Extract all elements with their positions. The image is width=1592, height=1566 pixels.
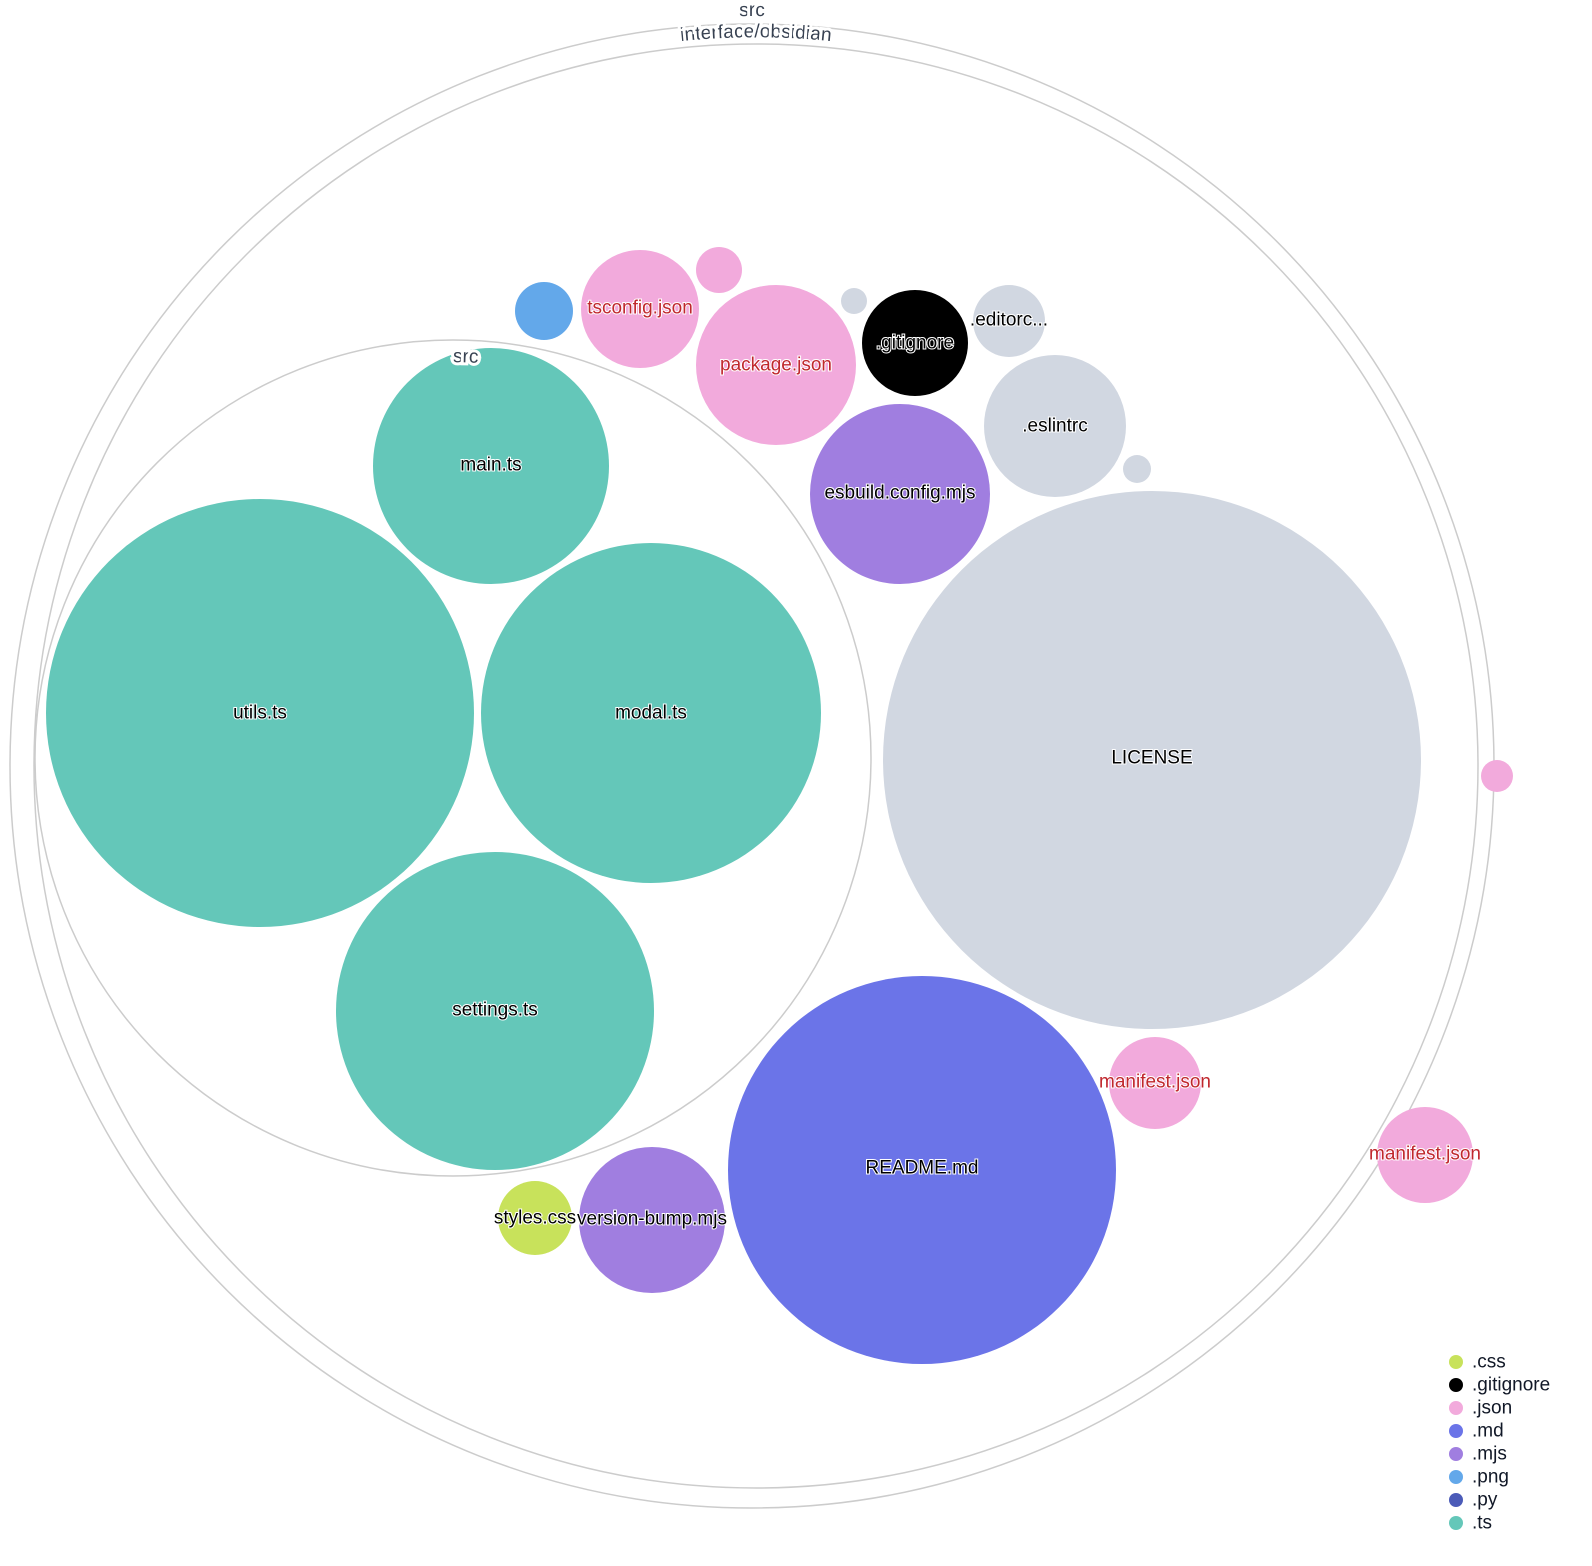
bubble-license[interactable] <box>883 491 1421 1029</box>
bubble-main-ts[interactable] <box>373 348 609 584</box>
legend-swatch-ts <box>1449 1516 1463 1530</box>
bubble-styles-css[interactable] <box>498 1181 572 1255</box>
bubble-png[interactable] <box>515 282 573 340</box>
legend-item-mjs[interactable]: .mjs <box>1449 1444 1507 1465</box>
folder-label-interface-obsidian: interface/obsidian <box>679 21 832 46</box>
label-main-ts: main.ts <box>460 455 521 476</box>
legend-label-mjs: .mjs <box>1472 1444 1507 1465</box>
bubble-manifest-json-outer[interactable] <box>1377 1107 1473 1203</box>
folder-ring-interface-obsidian[interactable] <box>33 43 1479 1489</box>
file-bubbles <box>46 247 1513 1364</box>
legend-item-json[interactable]: .json <box>1449 1398 1512 1419</box>
bubble-tiny-grey-1[interactable] <box>841 288 867 314</box>
label-version-bump-mjs: version-bump.mjs <box>577 1209 727 1230</box>
legend-item-gitignore[interactable]: .gitignore <box>1449 1375 1550 1396</box>
label-gitignore: .gitignore <box>876 333 954 354</box>
label-esbuild-config-mjs: esbuild.config.mjs <box>824 483 975 504</box>
bubble-settings-ts[interactable] <box>336 852 654 1170</box>
legend: .css .gitignore .json .md .mjs .png .py <box>1449 1352 1550 1534</box>
folder-label-root: src <box>739 0 765 21</box>
legend-swatch-py <box>1449 1493 1463 1507</box>
legend-swatch-gitignore <box>1449 1378 1463 1392</box>
legend-label-md: .md <box>1472 1421 1504 1442</box>
bubble-gitignore[interactable] <box>862 290 968 396</box>
label-license: LICENSE <box>1111 748 1192 769</box>
folder-ring-inner-src[interactable] <box>34 339 872 1177</box>
label-styles-css: styles.css <box>494 1208 576 1229</box>
bubble-manifest-json-inner[interactable] <box>1109 1037 1201 1129</box>
legend-swatch-json <box>1449 1401 1463 1415</box>
legend-label-py: .py <box>1472 1490 1498 1511</box>
folder-label-inner-src: src <box>453 346 479 368</box>
bubble-tsconfig-json[interactable] <box>581 250 699 368</box>
label-modal-ts: modal.ts <box>615 703 687 724</box>
label-package-json: package.json <box>720 355 832 376</box>
bubble-readme-md[interactable] <box>728 976 1116 1364</box>
legend-swatch-md <box>1449 1424 1463 1438</box>
legend-label-json: .json <box>1472 1398 1512 1419</box>
legend-swatch-mjs <box>1449 1447 1463 1461</box>
bubble-utils-ts[interactable] <box>46 499 474 927</box>
legend-label-png: .png <box>1472 1467 1509 1488</box>
label-settings-ts: settings.ts <box>452 1000 538 1021</box>
legend-label-ts: .ts <box>1472 1513 1492 1534</box>
bubble-eslintrc[interactable] <box>984 355 1126 497</box>
file-labels: utils.ts modal.ts main.ts settings.ts LI… <box>232 297 1482 1231</box>
legend-item-png[interactable]: .png <box>1449 1467 1509 1488</box>
bubble-small-json[interactable] <box>696 247 742 293</box>
label-manifest-json-outer: manifest.json <box>1369 1144 1481 1165</box>
legend-item-ts[interactable]: .ts <box>1449 1513 1492 1534</box>
legend-item-css[interactable]: .css <box>1449 1352 1506 1373</box>
label-readme-md: README.md <box>866 1158 979 1179</box>
legend-swatch-css <box>1449 1355 1463 1369</box>
bubble-modal-ts[interactable] <box>481 543 821 883</box>
bubble-outer-json[interactable] <box>1481 760 1513 792</box>
bubble-package-json[interactable] <box>696 285 856 445</box>
legend-label-css: .css <box>1472 1352 1506 1373</box>
legend-swatch-png <box>1449 1470 1463 1484</box>
label-tsconfig-json: tsconfig.json <box>587 298 693 319</box>
bubble-version-bump-mjs[interactable] <box>579 1147 725 1293</box>
label-utils-ts: utils.ts <box>233 703 287 724</box>
bubble-tiny-grey-2[interactable] <box>1123 455 1151 483</box>
legend-item-md[interactable]: .md <box>1449 1421 1504 1442</box>
legend-item-py[interactable]: .py <box>1449 1490 1498 1511</box>
label-editorconfig: .editorc... <box>970 310 1048 331</box>
bubble-editorconfig[interactable] <box>973 285 1045 357</box>
legend-label-gitignore: .gitignore <box>1472 1375 1550 1396</box>
label-manifest-json-inner: manifest.json <box>1099 1072 1211 1093</box>
bubble-esbuild-config-mjs[interactable] <box>810 404 990 584</box>
label-eslintrc: .eslintrc <box>1022 416 1087 437</box>
